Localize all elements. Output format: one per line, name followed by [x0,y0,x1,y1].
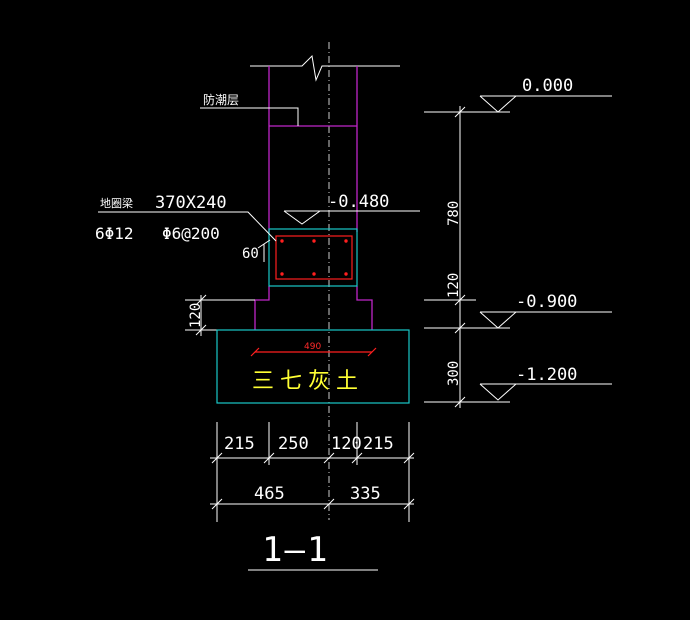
svg-text:300: 300 [446,361,462,386]
cover-dim-label: 60 [242,246,259,262]
bottom-dims-row2: 465 335 [210,484,415,510]
brick-wall [254,66,373,330]
fill-material-label: 三七灰土 [252,369,364,394]
stirrups-label: Φ6@200 [162,224,220,243]
bottom-dims-row1: 215 250 120 215 [210,422,415,522]
elevation-ground: 0.000 [424,76,612,113]
svg-text:250: 250 [278,434,309,454]
width-490-label: 490 [304,342,321,352]
svg-text:0.000: 0.000 [522,76,573,96]
ring-beam-leader [98,211,277,242]
svg-text:-0.480: -0.480 [328,192,389,212]
left-dim-120: 120 [188,303,204,328]
svg-text:-1.200: -1.200 [516,365,577,385]
damp-course-label: 防潮层 [203,92,239,107]
svg-text:215: 215 [224,434,255,454]
svg-text:335: 335 [350,484,381,504]
drawing-title: 1—1 [262,530,329,570]
rebar-cage [275,235,353,280]
svg-text:780: 780 [446,201,462,226]
elevation-beam-top: -0.480 [283,192,420,225]
svg-text:120: 120 [446,273,462,298]
svg-text:215: 215 [363,434,394,454]
break-line [250,54,400,82]
svg-text:-0.900: -0.900 [516,292,577,312]
main-bars-label: 6Φ12 [95,224,134,243]
ring-beam [268,228,358,287]
footing [216,329,410,404]
elevation-footing-top: -0.900 [424,292,612,329]
beam-size-label: 370X240 [155,193,227,213]
svg-text:120: 120 [331,434,362,454]
vertical-dim-chain: 780 120 300 [424,106,476,408]
ring-beam-label: 地圈梁 [100,196,133,210]
damp-course-leader [200,107,299,126]
svg-text:465: 465 [254,484,285,504]
elevation-bottom: -1.200 [424,365,612,403]
